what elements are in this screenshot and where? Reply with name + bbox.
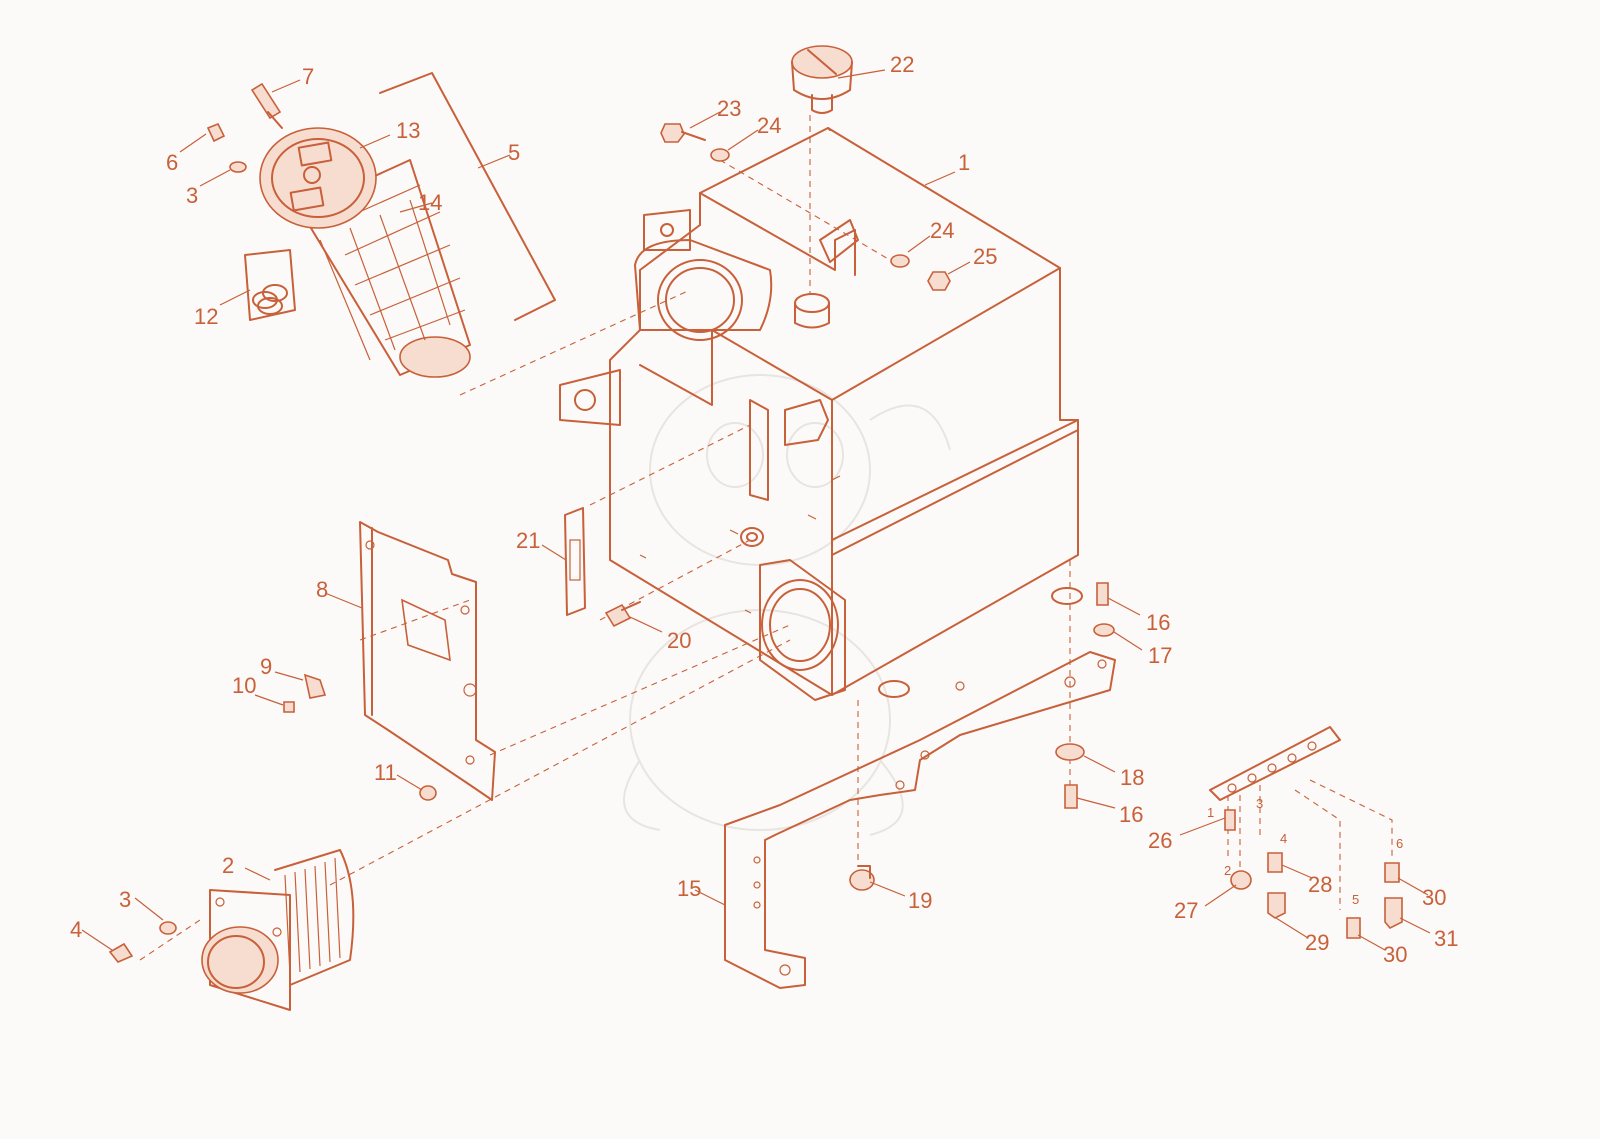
callout-11: 11: [374, 760, 397, 785]
callout-19: 19: [908, 888, 932, 913]
callout-23: 23: [717, 96, 741, 121]
callout-27: 27: [1174, 898, 1198, 923]
callout-8: 8: [316, 577, 328, 602]
callout-25: 25: [973, 244, 997, 269]
callout-9: 9: [260, 654, 272, 679]
clip-9: [303, 673, 327, 699]
hydraulic-tank: [559, 127, 1083, 701]
washer-3: [229, 161, 247, 173]
callout-13: 13: [396, 118, 420, 143]
callout-31: 31: [1434, 926, 1458, 951]
callout-30: 30: [1422, 885, 1446, 910]
leader-lines: [81, 69, 1431, 951]
callout-17: 17: [1148, 643, 1172, 668]
callout-4: 4: [70, 917, 82, 942]
callout-18: 18: [1120, 765, 1144, 790]
mounting-bracket: [724, 651, 1116, 989]
plug-27: [1230, 870, 1252, 890]
callout-10: 10: [232, 673, 256, 698]
callout-12: 12: [194, 304, 218, 329]
callout-26: 26: [1148, 828, 1172, 853]
callout-29: 29: [1305, 930, 1329, 955]
nut-11: [419, 785, 437, 801]
callout-22: 22: [890, 52, 914, 77]
fitting-30: [1346, 917, 1361, 939]
fitting-26: [1224, 809, 1236, 831]
callout-labels: 1 2 3 3 4 5 6 7 8 9 10 11 12 13 14 15 16…: [70, 52, 1458, 967]
callout-5: 5: [508, 140, 520, 165]
port-label-6: 6: [1396, 836, 1403, 851]
callout-24: 24: [757, 113, 781, 138]
callout-21: 21: [516, 528, 540, 553]
callout-16: 16: [1146, 610, 1170, 635]
fitting-7: [250, 82, 283, 129]
washer-24: [890, 254, 910, 268]
sight-gauge: [564, 507, 586, 616]
washer-3: [159, 921, 177, 935]
assembly-lines: [139, 115, 1393, 961]
filler-cap: [791, 45, 853, 114]
drain-plug-19: [849, 865, 875, 891]
callout-15: 15: [677, 876, 701, 901]
bolt-4: [108, 942, 134, 963]
callout-7: 7: [302, 64, 314, 89]
screw-10: [283, 701, 295, 713]
washer-17: [1093, 623, 1115, 637]
callout-24: 24: [930, 218, 954, 243]
callout-16: 16: [1119, 802, 1143, 827]
port-label-5: 5: [1352, 892, 1359, 907]
fitting-30: [1384, 862, 1400, 883]
callout-20: 20: [667, 628, 691, 653]
bolt-16: [1096, 582, 1109, 606]
callout-6: 6: [166, 150, 178, 175]
suction-strainer: [201, 849, 355, 1011]
port-label-3: 3: [1256, 796, 1263, 811]
washer-24: [710, 148, 730, 162]
bolt-16: [1064, 784, 1078, 809]
return-filter-assembly: [259, 72, 556, 378]
callout-3: 3: [119, 887, 131, 912]
callout-14: 14: [418, 190, 442, 215]
callout-3: 3: [186, 183, 198, 208]
callout-2: 2: [222, 853, 234, 878]
washer-18: [1055, 743, 1085, 761]
seal-kit-12: [244, 249, 296, 321]
port-label-1: 1: [1207, 805, 1214, 820]
fitting-28: [1267, 852, 1283, 873]
temperature-sensor: [604, 601, 641, 628]
callout-30: 30: [1383, 942, 1407, 967]
callout-1: 1: [958, 150, 970, 175]
port-block: [1209, 726, 1341, 801]
elbow-29: [1267, 892, 1286, 919]
port-label-2: 2: [1224, 863, 1231, 878]
bolt-6: [206, 122, 226, 143]
elbow-31: [1384, 897, 1403, 929]
callout-28: 28: [1308, 872, 1332, 897]
nut-25: [927, 271, 951, 291]
port-label-4: 4: [1280, 831, 1287, 846]
bolt-23: [660, 123, 706, 143]
cover-plate: [359, 521, 496, 801]
